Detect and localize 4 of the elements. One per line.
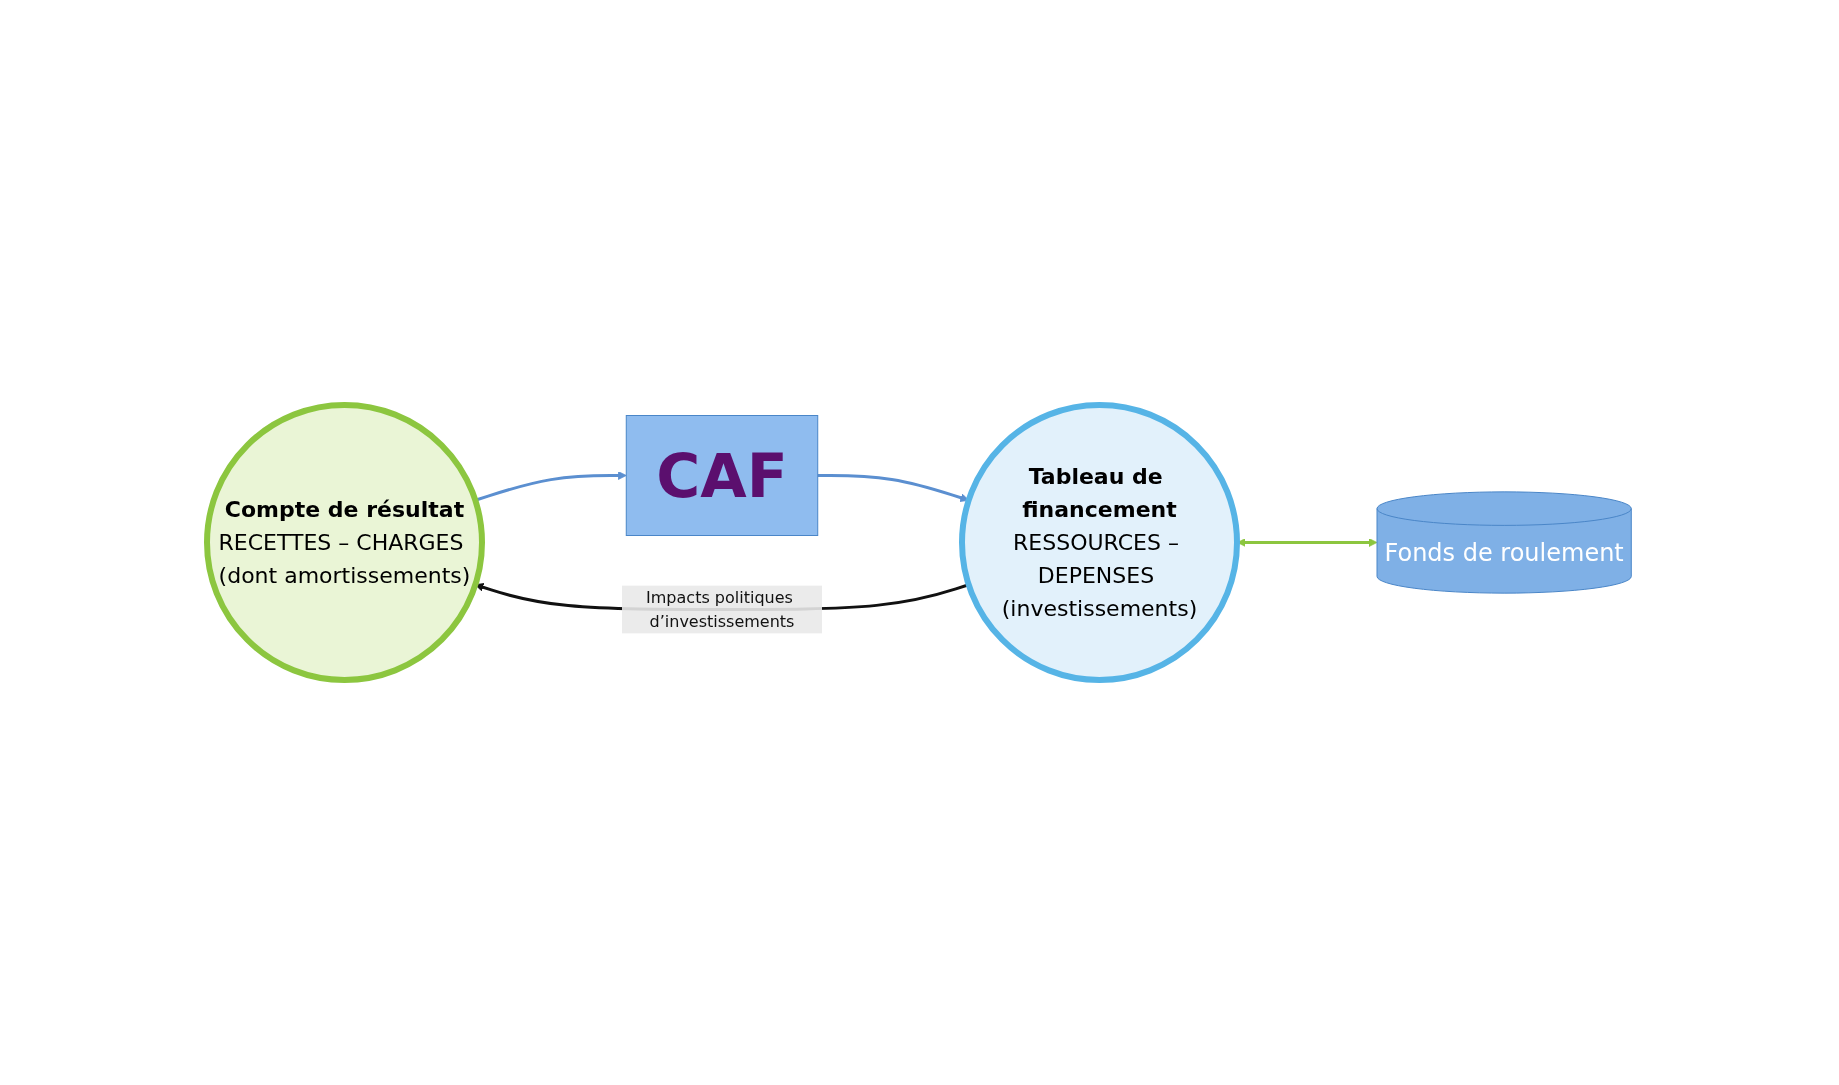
edge-label: Impacts politiques d’investissements	[646, 587, 795, 631]
node-circle: Tableau de financement RESSOURCES – DEPENSES (investissements)	[959, 402, 1241, 683]
node-box: CAF	[626, 415, 819, 536]
node-circle: Compte de résultat RECETTES – CHARGES (dont amortissements)	[204, 402, 486, 683]
